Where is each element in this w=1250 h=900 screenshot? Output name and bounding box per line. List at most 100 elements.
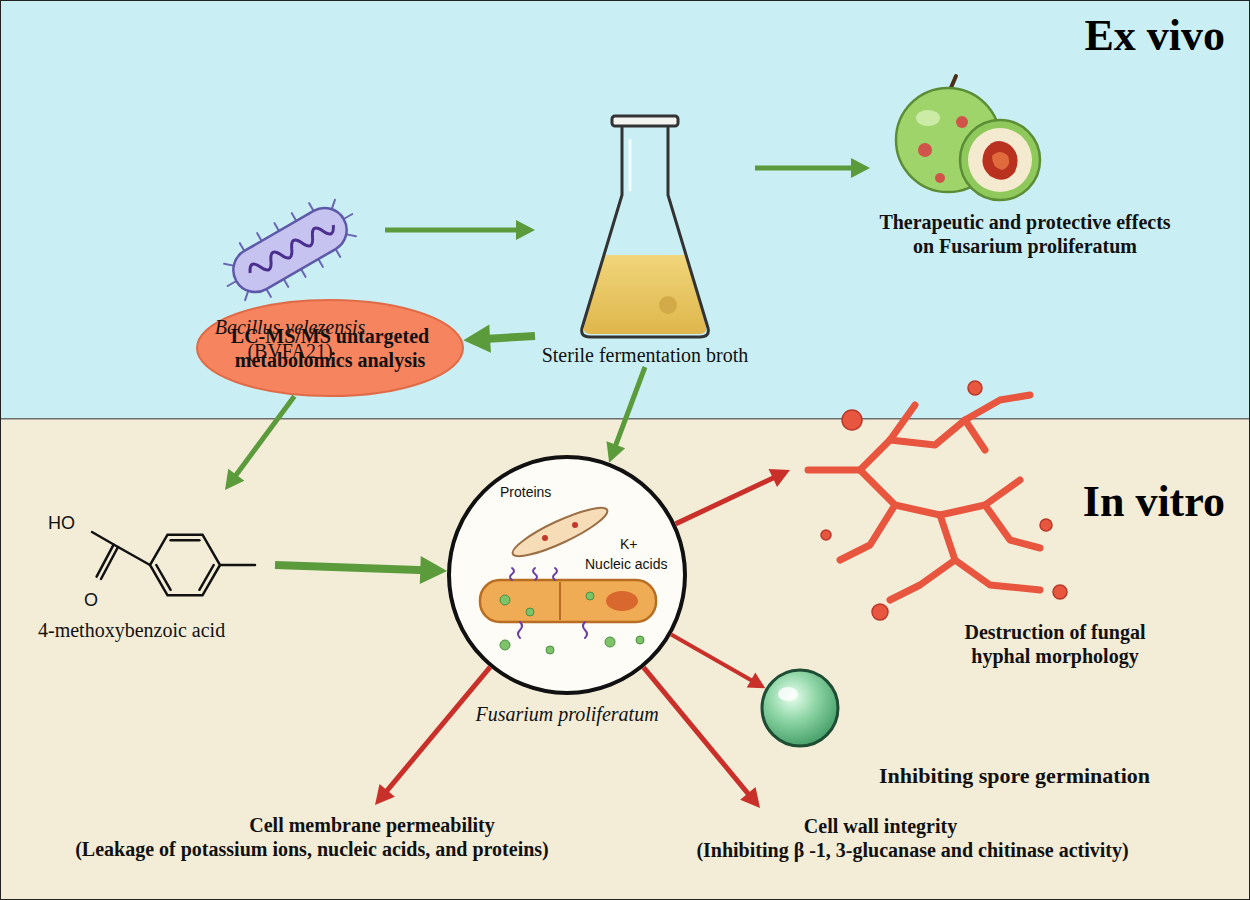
part-label: Proteins (500, 484, 551, 501)
spore-illustration (778, 687, 798, 701)
connector-line (644, 667, 751, 796)
structure-illustration (199, 565, 213, 590)
fruit-illustration (935, 173, 945, 183)
ex-vivo-band: Ex vivoBacillus velezensis(BVFA21)Steril… (0, 0, 1250, 418)
hyphae-spots (821, 530, 831, 540)
hypha-cell-illustration (586, 592, 594, 600)
fungus-circle: ProteinsK+Nucleic acidsFusarium prolifer… (447, 455, 687, 726)
fruit-illustration (960, 120, 1040, 200)
fruit-illustration (992, 152, 1009, 170)
hyphae-node: Destruction of fungal hyphal morphology (790, 385, 1160, 668)
flask-illustration (582, 126, 709, 337)
arrow-connector (375, 667, 490, 805)
structure-illustration (101, 547, 118, 579)
connector-line (385, 228, 520, 233)
arrow-connector (676, 469, 790, 524)
organism-name: Fusarium proliferatum (447, 702, 687, 726)
fruit-illustration (918, 143, 932, 157)
band-title: Ex vivo (1084, 10, 1225, 63)
connector-line (234, 396, 294, 478)
hypha-cell-illustration (605, 637, 615, 647)
hyphae-illustration (890, 395, 1030, 445)
caption: Therapeutic and protective effects on Fu… (870, 210, 1180, 258)
band-title: In vitro (1083, 476, 1225, 529)
hyphae-illustration (985, 505, 1040, 548)
analysis-ellipse: LC-MS/MS untargeted metabolomics analysi… (195, 298, 465, 398)
arrow-connector (606, 367, 645, 463)
part-label: K+ (620, 536, 638, 553)
hyphae-illustration (860, 470, 1020, 515)
structure-illustration (97, 545, 114, 577)
atom-label: O (84, 590, 98, 612)
effect-title: Cell membrane permeability (12, 813, 612, 837)
bacterium-illustration (301, 269, 306, 277)
flask-illustration (612, 116, 678, 126)
bacterium-illustration (212, 187, 368, 313)
hypha-cell-illustration (508, 500, 612, 564)
in-vitro-band: In vitro4-methoxybenzoic acidProteinsK+N… (0, 418, 1250, 900)
spore-illustration (762, 670, 838, 746)
hypha-cell-illustration (572, 522, 578, 528)
hyphae-spots (821, 381, 1067, 620)
fruit-illustration (916, 110, 940, 126)
arrowhead (851, 158, 870, 178)
fruit-illustration (896, 76, 1040, 200)
ellipse-outline (197, 300, 463, 396)
bacterium-illustration (336, 249, 341, 257)
bacterium-illustration (257, 233, 262, 241)
connector-line (676, 476, 777, 523)
hyphae-illustration (940, 515, 1040, 590)
flask-node: Sterile fermentation broth (535, 108, 755, 367)
hypha-cell-illustration (510, 568, 587, 638)
spore-illustration (762, 670, 838, 746)
effect-label: Inhibiting spore germination (755, 763, 1155, 789)
fruit-illustration (982, 141, 1017, 180)
hypha-cell-illustration (480, 500, 656, 654)
bacterium-illustration (240, 243, 245, 251)
arrow-connector (671, 634, 765, 688)
bacterium-illustration (309, 203, 314, 211)
arrow-connector (275, 556, 447, 584)
arrowhead (769, 469, 790, 487)
bacterium-illustration (247, 243, 295, 278)
arrowhead (516, 220, 535, 240)
arrowhead (463, 325, 491, 353)
circle-outline (447, 455, 687, 695)
structure-illustration (118, 547, 150, 565)
connector-line (755, 166, 855, 171)
arrowhead (225, 469, 244, 490)
bacterium-illustration (225, 200, 354, 300)
structure-illustration (150, 535, 220, 596)
arrow-connector (644, 667, 760, 808)
hypha-cell-illustration (500, 592, 644, 654)
fruit-illustration (968, 128, 1032, 192)
fruit-illustration (956, 116, 968, 128)
label-anchor: K+ (620, 536, 638, 553)
arrowhead (606, 441, 625, 462)
hyphae-spots (968, 381, 982, 395)
hypha-cell-illustration (480, 580, 656, 622)
atom-label: HO (48, 513, 75, 535)
effect-detail: (Inhibiting β -1, 3-glucanase and chitin… (630, 838, 1195, 862)
arrowhead (740, 787, 760, 808)
hyphae-spots (872, 604, 888, 620)
hypha-cell-illustration (518, 622, 522, 638)
effect-node: Cell wall integrity(Inhibiting β -1, 3-g… (630, 808, 1195, 862)
fruit-illustration (896, 88, 1000, 192)
structure-illustration (92, 532, 255, 595)
connector-line (614, 367, 645, 448)
connector-line (275, 565, 426, 570)
bacterium-illustration (212, 187, 368, 313)
bacterium-illustration (345, 230, 355, 240)
hyphae-illustration (808, 395, 1040, 600)
hypha-cell-illustration (606, 591, 638, 611)
fruit-node: Therapeutic and protective effects on Fu… (870, 80, 1180, 258)
flask-illustration (584, 255, 706, 334)
structure-illustration (156, 565, 170, 590)
bacterium-illustration (275, 223, 280, 231)
caption: Sterile fermentation broth (535, 343, 755, 367)
hyphae-spots (1053, 585, 1067, 599)
bacterium-illustration (288, 219, 336, 254)
